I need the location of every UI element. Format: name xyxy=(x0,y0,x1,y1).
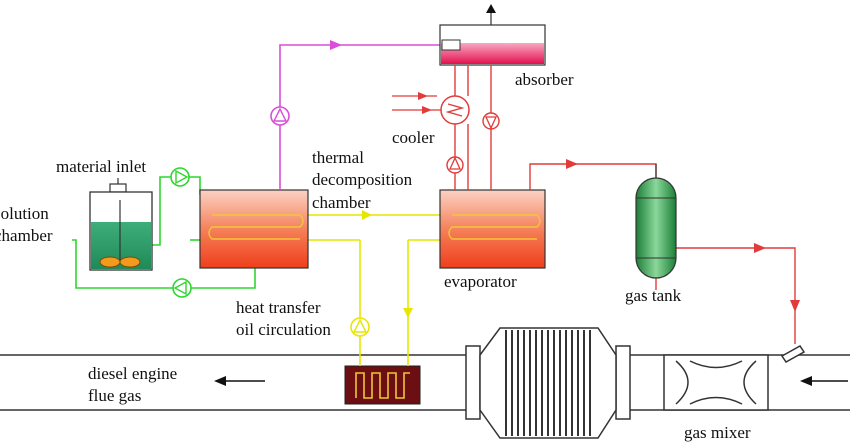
exhaust-converter xyxy=(465,327,631,439)
absorber xyxy=(439,4,546,66)
decomposition-gas-arrow xyxy=(330,40,342,50)
flue-gas-label-line2: flue gas xyxy=(88,386,142,405)
gas-tank-label: gas tank xyxy=(625,286,682,305)
oil-flow-arrow xyxy=(362,210,372,220)
gas-tank xyxy=(635,164,677,279)
oil-heater xyxy=(344,365,421,405)
ammonia-arrow-1 xyxy=(566,159,578,169)
solution-chamber-label-line2: chamber xyxy=(0,226,53,245)
gas-mixer-label: gas mixer xyxy=(684,423,751,442)
cooler-label: cooler xyxy=(392,128,435,147)
material-inlet-label: material inlet xyxy=(56,157,147,176)
decomposition-gas-line xyxy=(279,44,440,190)
flue-flow-arrow-right xyxy=(800,376,848,386)
solution-circuit-lines xyxy=(72,176,256,289)
evaporator-label: evaporator xyxy=(444,272,517,291)
flue-flow-arrow-left xyxy=(214,376,265,386)
cooling-arrow-2 xyxy=(422,106,432,114)
cooling-water-lines xyxy=(392,95,441,111)
magenta-pump-icon xyxy=(270,106,290,126)
heat-transfer-label-line1: heat transfer xyxy=(236,298,321,317)
solution-pump-bottom-icon xyxy=(172,278,192,298)
heat-transfer-label-line2: oil circulation xyxy=(236,320,331,339)
oil-circuit-lines xyxy=(308,214,445,366)
cooling-arrow-1 xyxy=(418,92,428,100)
evaporator xyxy=(439,189,546,269)
gas-mixer xyxy=(663,354,769,411)
thermal-decomposition-chamber xyxy=(199,189,309,269)
absorber-label: absorber xyxy=(515,70,574,89)
solution-pump-top-icon xyxy=(170,167,190,187)
cooler-icon xyxy=(440,95,470,125)
red-pump-left-icon xyxy=(446,156,464,174)
thermal-chamber-label-line1: thermal xyxy=(312,148,364,167)
oil-pump-icon xyxy=(350,317,370,337)
solution-chamber xyxy=(89,178,153,271)
ammonia-arrow-2 xyxy=(754,243,766,253)
red-pump-right-icon xyxy=(482,112,500,130)
oil-flow-arrow-down xyxy=(403,308,413,318)
ammonia-arrow-3 xyxy=(790,300,800,312)
absorber-evaporator-lines xyxy=(454,65,492,190)
injection-nozzle xyxy=(780,345,806,363)
thermal-chamber-label-line3: chamber xyxy=(312,193,371,212)
flue-gas-label-line1: diesel engine xyxy=(88,364,178,383)
solution-chamber-label-line1: solution xyxy=(0,204,49,223)
thermal-chamber-label-line2: decomposition xyxy=(312,170,413,189)
